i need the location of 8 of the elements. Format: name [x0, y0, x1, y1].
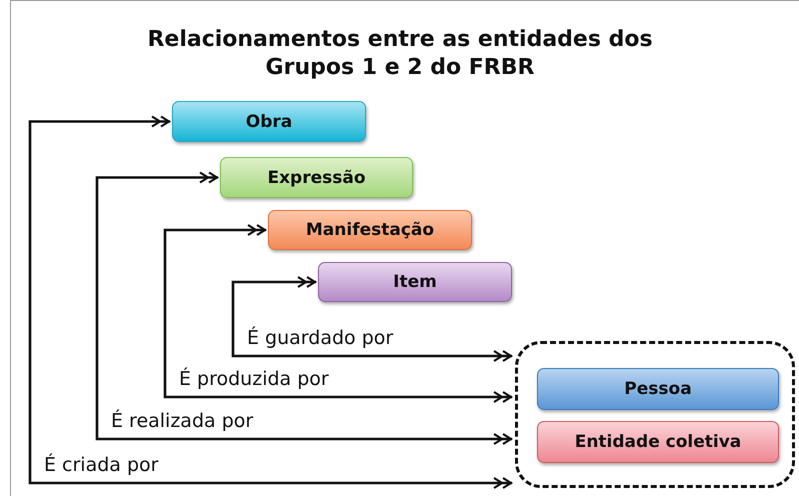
- entity-box: Manifestação: [268, 210, 472, 250]
- entity-box: Expressão: [220, 157, 413, 198]
- entity-box: Obra: [172, 101, 366, 142]
- entity-box: Entidade coletiva: [537, 421, 779, 463]
- diagram-title: Relacionamentos entre as entidades dos Grupos 1 e 2 do FRBR: [146, 26, 654, 82]
- entity-box: Pessoa: [537, 368, 779, 410]
- entity-box: Item: [318, 262, 512, 302]
- dashed-group-box: [515, 341, 795, 488]
